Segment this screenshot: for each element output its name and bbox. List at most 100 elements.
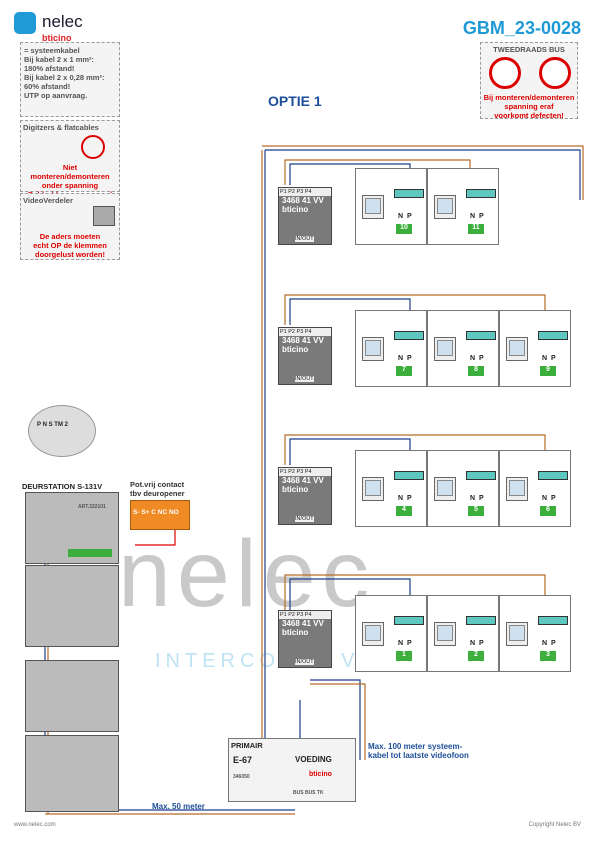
distributor-model: 3468 41	[282, 196, 311, 205]
bus-terminal	[466, 616, 496, 625]
apartment-number: 10	[396, 224, 412, 234]
nelec-logo-icon	[14, 12, 36, 34]
apartment-number: 2	[468, 651, 484, 661]
apartment-unit: N P 5	[427, 450, 499, 527]
door-station-module	[25, 660, 119, 732]
monitor-icon	[434, 477, 456, 501]
power-name: VOEDING	[295, 755, 332, 764]
apartment-unit: N P 2	[427, 595, 499, 672]
digitizer-line: onder spanning	[41, 181, 99, 190]
power-supply: PRIMAIR E-67 VOEDING 346050 bticino BUS …	[228, 738, 356, 802]
apartment-unit: N P 8	[427, 310, 499, 387]
bus-terminal	[394, 471, 424, 480]
video-distributor-1: P1 P2 P3 P4 3468 41 VV bticino IN/OUT	[278, 187, 332, 245]
no-tool-icon	[539, 57, 571, 89]
apartment-number: 7	[396, 366, 412, 376]
cable-note-line: Bij kabel 2 x 1 mm²:	[24, 55, 95, 64]
brand-name: nelec	[42, 12, 83, 31]
apartment-unit: N P 4	[355, 450, 427, 527]
max-system-note: Max. 100 meter systeem- kabel tot laatst…	[368, 742, 469, 760]
cable-note-line: 60% afstand!	[24, 82, 71, 91]
cable-note-line: Bij kabel 2 x 0,28 mm²:	[24, 73, 105, 82]
bus-terminal	[394, 331, 424, 340]
monitor-icon	[362, 337, 384, 361]
door-station-title: DEURSTATION S-131V	[22, 482, 103, 491]
max-door-note: Max. 50 meter	[152, 802, 205, 811]
bus-note-panel: TWEEDRAADS BUS Bij monteren/demonteren s…	[480, 42, 578, 120]
monitor-icon	[434, 622, 456, 646]
bus-terminal	[394, 189, 424, 198]
door-station-module: ART.332101	[25, 492, 119, 564]
apartment-unit: N P 9	[499, 310, 571, 387]
monitor-icon	[506, 622, 528, 646]
videoverdeler-note-panel: VideoVerdeler De aders moeten echt OP de…	[20, 193, 120, 260]
apartment-unit: N P 6	[499, 450, 571, 527]
digitizer-title: Digitzers & flatcables	[23, 123, 99, 132]
footer-left: www.nelec.com	[14, 822, 56, 828]
monitor-icon	[362, 622, 384, 646]
bus-terminal	[466, 331, 496, 340]
monitor-icon	[434, 337, 456, 361]
monitor-icon	[506, 337, 528, 361]
cable-note-head: = systeemkabel	[24, 46, 80, 55]
footer-right: Copyright Nelec BV	[528, 822, 581, 828]
apartment-unit: N P 10	[355, 168, 427, 245]
monitor-icon	[362, 195, 384, 219]
videoverdeler-line: doorgelust worden!	[35, 250, 105, 259]
apartment-unit: N P 1	[355, 595, 427, 672]
distributor-brand: bticino	[282, 205, 309, 214]
bus-note-line: spanning eraf	[504, 102, 554, 111]
connector-block	[68, 549, 112, 557]
apartment-number: 4	[396, 506, 412, 516]
brand-sub: bticino	[42, 33, 72, 43]
apartment-number: 8	[468, 366, 484, 376]
relay-module: S- S+ C NC NO	[130, 500, 190, 530]
bus-terminal	[466, 471, 496, 480]
watermark-main: nelec	[118, 521, 376, 627]
port-labels: P1 P2 P3 P4	[279, 188, 331, 196]
video-distributor-3: P1 P2 P3 P4 3468 41 VV bticino IN/OUT	[278, 467, 332, 525]
videoverdeler-line: echt OP de klemmen	[33, 241, 107, 250]
bus-terminal	[466, 189, 496, 198]
no-voltage-icon	[81, 135, 105, 159]
document-id: GBM_23-0028	[462, 18, 581, 38]
option-title: OPTIE 1	[268, 93, 322, 109]
monitor-icon	[506, 477, 528, 501]
apartment-number: 5	[468, 506, 484, 516]
video-distributor-4: P1 P2 P3 P4 3468 41 VV bticino IN/OUT	[278, 610, 332, 668]
no-plug-icon	[489, 57, 521, 89]
apartment-unit: N P 7	[355, 310, 427, 387]
power-code: 346050	[233, 774, 250, 780]
monitor-icon	[434, 195, 456, 219]
apartment-number: 1	[396, 651, 412, 661]
primary-label: PRIMAIR	[231, 741, 263, 750]
bus-note-line: voorkomt defecten!	[494, 111, 564, 120]
bus-terminal	[394, 616, 424, 625]
bus-note-line: Bij monteren/demonteren	[483, 93, 575, 102]
bus-note-title: TWEEDRAADS BUS	[493, 45, 565, 54]
cable-note-line: 180% afstand!	[24, 64, 75, 73]
apartment-number: 11	[468, 224, 484, 234]
bus-terminal	[538, 616, 568, 625]
terminal-zoom: P N S TM 2	[28, 405, 96, 457]
terminal-icon	[93, 206, 115, 226]
cable-note-line: UTP op aanvraag.	[24, 91, 88, 100]
power-brand: bticino	[309, 771, 332, 778]
apartment-number: 3	[540, 651, 556, 661]
apartment-unit: N P 3	[499, 595, 571, 672]
door-station-module	[25, 735, 119, 812]
digitizer-line: Niet monteren/demonteren	[30, 163, 110, 181]
monitor-icon	[362, 477, 384, 501]
relay-title: Pot.vrij contact tbv deuropener	[130, 480, 185, 498]
power-model: E-67	[233, 755, 253, 765]
videoverdeler-line: De aders moeten	[39, 232, 101, 241]
videoverdeler-title: VideoVerdeler	[23, 196, 73, 205]
bus-terminal	[538, 471, 568, 480]
apartment-unit: N P 11	[427, 168, 499, 245]
cable-note-panel: = systeemkabel Bij kabel 2 x 1 mm²: 180%…	[20, 42, 120, 117]
apartment-number: 9	[540, 366, 556, 376]
door-station-module	[25, 565, 119, 647]
video-distributor-2: P1 P2 P3 P4 3468 41 VV bticino IN/OUT	[278, 327, 332, 385]
bus-terminal	[538, 331, 568, 340]
apartment-number: 6	[540, 506, 556, 516]
